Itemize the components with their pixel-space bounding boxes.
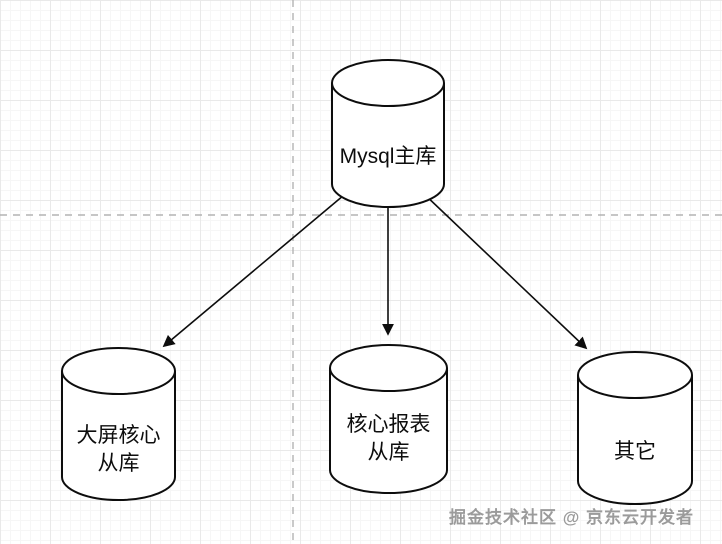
cylinder-top — [61, 347, 176, 395]
node-slave-other-label: 其它 — [614, 440, 656, 463]
watermark: 掘金技术社区 @ 京东云开发者 — [448, 508, 694, 527]
node-mysql-master-label: Mysql主库 — [340, 145, 437, 168]
cylinder-body — [329, 368, 448, 494]
cylinder-top — [577, 351, 693, 399]
cylinder-body — [577, 375, 693, 505]
arrow-master-to-slave3 — [421, 191, 588, 350]
cylinder-top — [329, 344, 448, 392]
node-slave-report-label-line1: 核心报表 — [347, 413, 431, 436]
cylinder-body — [331, 83, 445, 208]
node-slave-report-label-line2: 从库 — [368, 441, 410, 464]
cylinder-body — [61, 371, 176, 501]
node-slave-report: 核心报表 从库 — [329, 344, 448, 494]
cylinder-top — [331, 59, 445, 107]
node-mysql-master: Mysql主库 — [331, 59, 445, 208]
node-slave-other: 其它 — [577, 351, 693, 505]
node-slave-dashboard-label-line2: 从库 — [98, 452, 140, 475]
node-slave-dashboard: 大屏核心 从库 — [61, 347, 176, 501]
node-slave-dashboard-label-line1: 大屏核心 — [77, 424, 161, 447]
arrow-master-to-slave1 — [162, 189, 351, 348]
edges — [162, 189, 588, 350]
